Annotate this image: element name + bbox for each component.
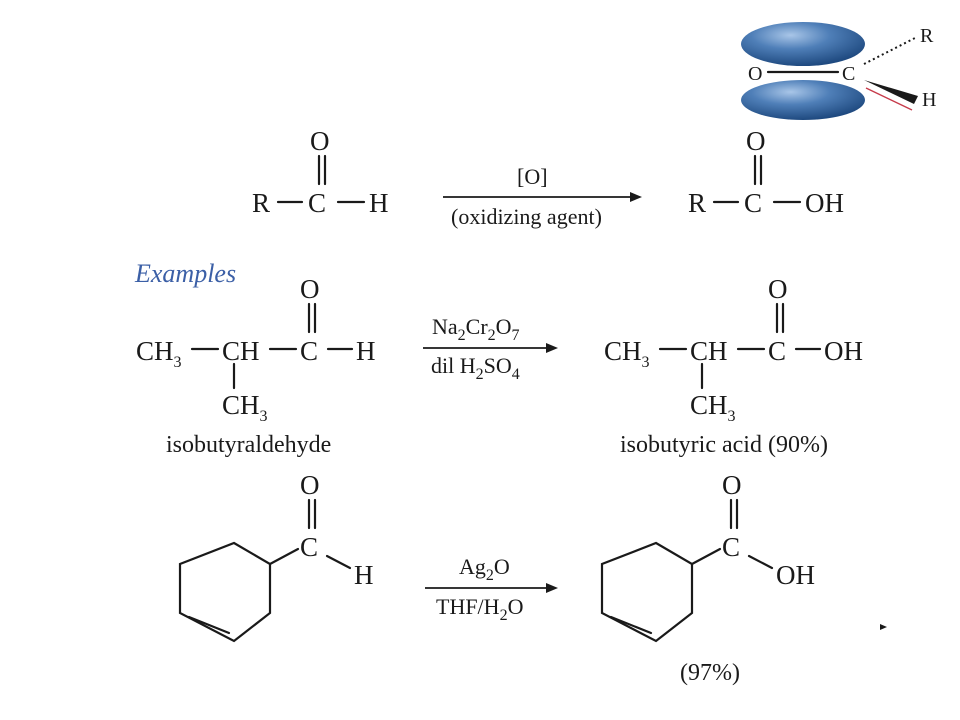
ex2-product-o: O: [722, 470, 742, 500]
inset-R: R: [920, 25, 934, 47]
gen-product-C: C: [744, 188, 762, 218]
pi-orbital-upper-lobe: [741, 22, 865, 66]
inset-H: H: [922, 89, 936, 111]
ex2-product-ring-double-bond: [609, 615, 653, 635]
gen-reagent: [O]: [517, 164, 548, 189]
gen-reactant-O: O: [310, 126, 330, 156]
orbital-inset: O C R H: [741, 22, 936, 120]
ex1-product-oh: OH: [824, 336, 863, 366]
ex1-reactant-h: H: [356, 336, 376, 366]
ex2-product-oh: OH: [776, 560, 815, 590]
hashed-bond: [863, 37, 916, 65]
ex1-reactant-branch-ch3: CH3: [222, 390, 268, 425]
examples-heading: Examples: [134, 259, 236, 288]
ex1-reagent-bottom: dil H2SO4: [431, 353, 520, 383]
gen-product-O: O: [746, 126, 766, 156]
ex1-reactant-ch3: CH3: [136, 336, 182, 371]
gen-product-OH: OH: [805, 188, 844, 218]
ex2-reagent-bottom: THF/H2O: [436, 594, 523, 624]
inset-carbon: C: [842, 63, 855, 85]
ex2-reactant-c: C: [300, 532, 318, 562]
gen-reactant-R: R: [252, 188, 270, 218]
ex1-product-ch3: CH3: [604, 336, 650, 371]
ex2-reactant-h: H: [354, 560, 374, 590]
ex2-reactant-ring-double-bond: [187, 615, 231, 635]
example2: C O H Ag2O THF/H2O C O OH (97%): [178, 470, 887, 686]
ex1-product-branch-ch3: CH3: [690, 390, 736, 425]
ex2-reagent-top: Ag2O: [459, 554, 510, 584]
ex1-product-c: C: [768, 336, 786, 366]
general-reaction: R C H O [O] (oxidizing agent) R C OH O: [252, 126, 844, 229]
wedge-bond: [864, 80, 918, 104]
gen-reactant-H: H: [369, 188, 389, 218]
ex2-product-ring: [600, 541, 694, 643]
ex2-yield: (97%): [680, 660, 740, 686]
inset-oxygen: O: [748, 63, 762, 85]
small-arrow-marker: [880, 624, 887, 630]
ex1-product-name: isobutyric acid (90%): [620, 432, 828, 458]
ex1-reactant-name: isobutyraldehyde: [166, 432, 331, 458]
gen-reactant-C: C: [308, 188, 326, 218]
pi-orbital-lower-lobe: [741, 80, 865, 120]
red-measure-line: [865, 87, 913, 111]
example1: CH3 CH C H O CH3 isobutyraldehyde Na2Cr2…: [136, 274, 863, 458]
ex1-product-o: O: [768, 274, 788, 304]
ex2-reactant-o: O: [300, 470, 320, 500]
ex1-reagent-top: Na2Cr2O7: [432, 314, 520, 344]
ex1-reactant-ch: CH: [222, 336, 260, 366]
ex2-product-c: C: [722, 532, 740, 562]
ex1-reactant-o: O: [300, 274, 320, 304]
ex2-reactant-ring: [178, 541, 272, 643]
gen-product-R: R: [688, 188, 706, 218]
ex1-product-ch: CH: [690, 336, 728, 366]
gen-condition: (oxidizing agent): [451, 204, 602, 229]
ex1-reactant-c: C: [300, 336, 318, 366]
